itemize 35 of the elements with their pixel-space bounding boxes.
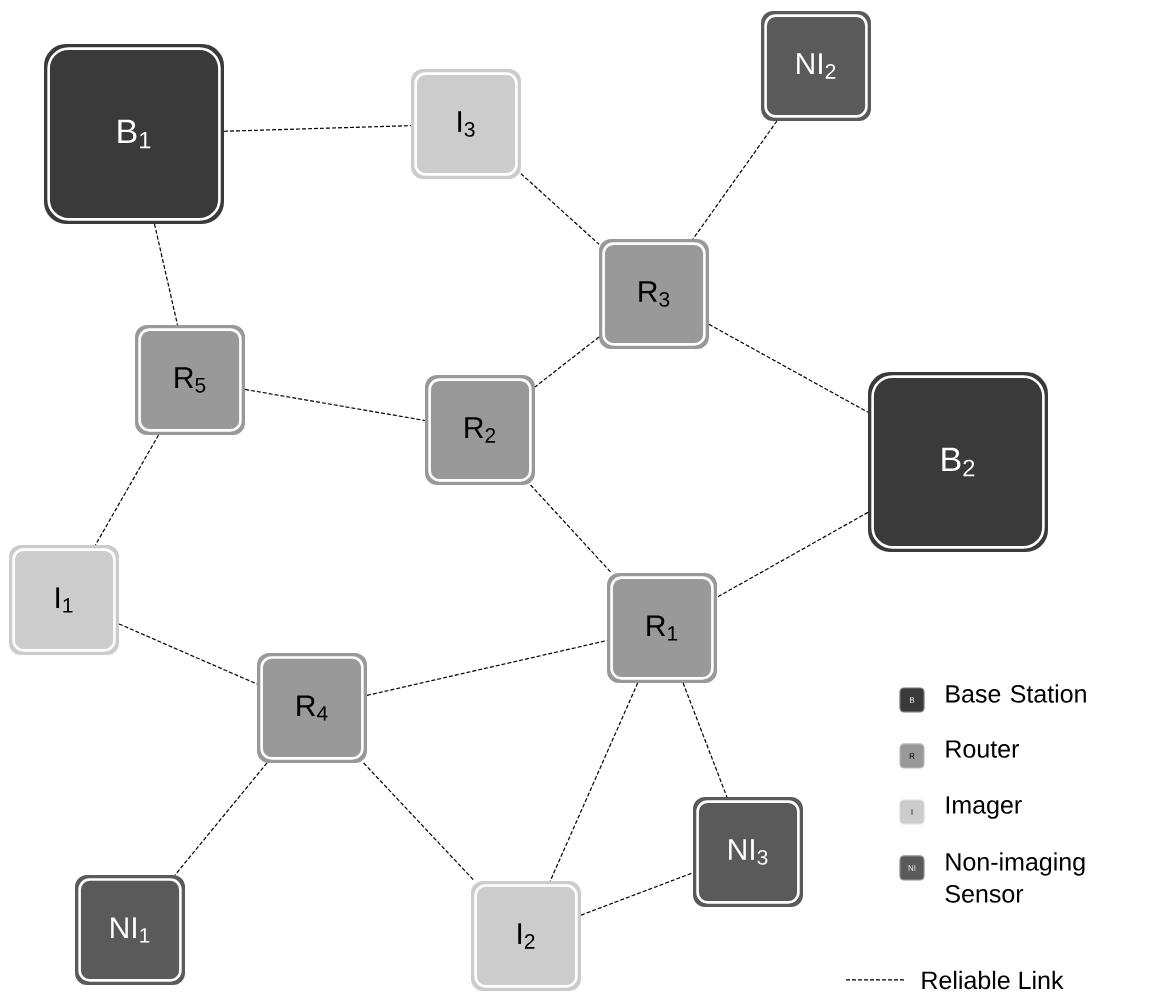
link-line	[529, 484, 613, 574]
link-line	[118, 623, 258, 685]
router-box: R$_{5}$	[135, 325, 245, 435]
legend-text: Imager	[946, 796, 1022, 819]
link-line	[692, 120, 778, 240]
sensor-box: NI$_{3}$	[693, 796, 803, 907]
imager-box: I$_{2}$	[471, 880, 581, 991]
link-line	[153, 223, 179, 326]
link-line	[682, 682, 728, 798]
link-line	[716, 511, 869, 598]
link-line	[223, 125, 412, 132]
link-line	[520, 173, 600, 245]
link-line	[549, 682, 639, 882]
link-line	[534, 336, 600, 388]
imager-box: I$_{1}$	[9, 545, 119, 655]
legend-text: Non-imaging Sensor	[945, 852, 1085, 903]
router-box: R$_{3}$	[599, 239, 709, 349]
legend-text: Base Station	[946, 684, 1086, 703]
sensor-box: NI$_{2}$	[761, 11, 871, 121]
base-station-box: B$_{2}$	[868, 372, 1048, 552]
link-line	[244, 388, 426, 422]
legend-text: Reliable Link	[922, 970, 1064, 990]
legend-text: Router	[946, 740, 1019, 758]
base-station-box: B$_{1}$	[44, 44, 224, 224]
link-line	[363, 762, 476, 882]
router-box: R$_{2}$	[425, 375, 535, 485]
router-box: R$_{4}$	[257, 653, 367, 763]
link-line	[174, 762, 268, 876]
link-line	[366, 639, 608, 696]
link-line	[580, 872, 694, 916]
imager-box: I$_{3}$	[411, 69, 521, 179]
link-line	[94, 434, 160, 546]
router-box: R$_{1}$	[607, 573, 717, 683]
sensor-box: NI$_{1}$	[75, 874, 185, 985]
link-line	[708, 323, 869, 413]
